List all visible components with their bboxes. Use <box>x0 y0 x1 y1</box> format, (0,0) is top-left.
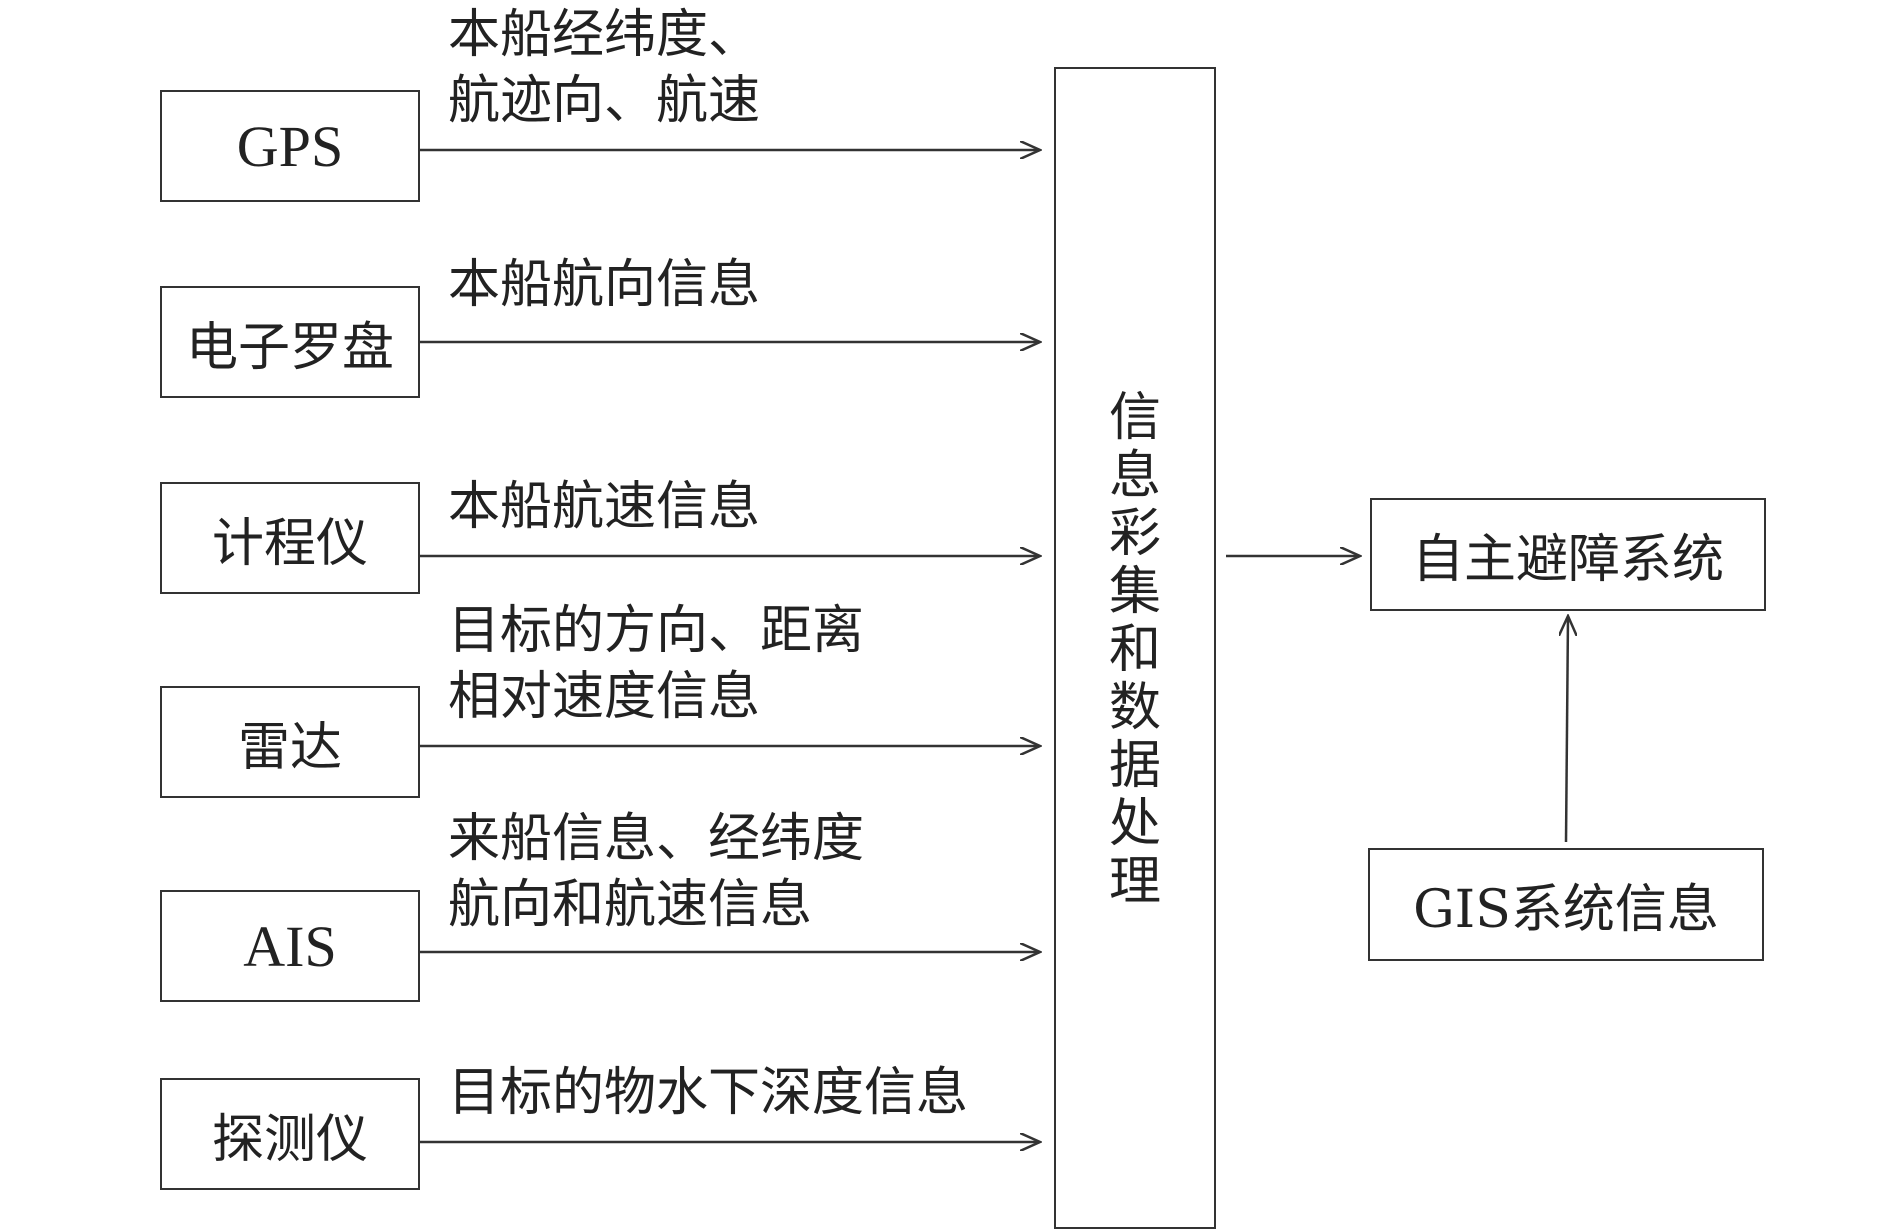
sounder-edge-label: 目标的物水下深度信息 <box>448 1060 968 1126</box>
processing-char: 处 <box>1108 794 1161 854</box>
log-meter-box: 计程仪 <box>160 482 420 594</box>
radar-box: 雷达 <box>160 686 420 798</box>
processing-char: 彩 <box>1108 504 1161 564</box>
electronic-compass-box: 电子罗盘 <box>160 286 420 398</box>
processing-char: 和 <box>1108 620 1161 680</box>
compass-edge-label-line-1: 本船航向信息 <box>448 255 761 315</box>
log-edge-label-line-1: 本船航速信息 <box>448 477 761 537</box>
processing-char: 信 <box>1108 388 1161 448</box>
processing-char: 据 <box>1108 736 1161 796</box>
gis-info-box: GIS系统信息 <box>1368 848 1764 961</box>
processing-char: 息 <box>1108 446 1161 506</box>
radar-edge-label: 目标的方向、距离 相对速度信息 <box>448 598 864 730</box>
ais-edge-label-line-2: 航向和航速信息 <box>448 875 813 935</box>
sounder-box-text: 探测仪 <box>211 1109 368 1170</box>
autonomous-avoidance-text: 自主避障系统 <box>1411 530 1724 590</box>
processing-char: 理 <box>1108 852 1161 912</box>
data-processing-box: 信 息 彩 集 和 数 据 处 理 <box>1054 67 1216 1229</box>
sounder-box: 探测仪 <box>160 1078 420 1190</box>
radar-edge-label-line-2: 相对速度信息 <box>448 667 761 727</box>
processing-char: 集 <box>1108 562 1161 622</box>
radar-box-text: 雷达 <box>237 717 342 778</box>
log-edge-label: 本船航速信息 <box>448 474 760 540</box>
gis-to-avoidance-arrow <box>1566 616 1568 843</box>
ais-box-text: AIS <box>243 913 337 979</box>
electronic-compass-box-text: 电子罗盘 <box>185 317 394 378</box>
compass-edge-label: 本船航向信息 <box>448 252 760 318</box>
processing-char: 数 <box>1108 678 1161 738</box>
sounder-edge-label-line-1: 目标的物水下深度信息 <box>448 1063 969 1123</box>
gis-info-text: GIS系统信息 <box>1413 880 1719 940</box>
autonomous-avoidance-box: 自主避障系统 <box>1370 498 1766 611</box>
gps-edge-label-line-2: 航迹向、航速 <box>448 71 761 131</box>
gps-edge-label-line-1: 本船经纬度、 <box>448 5 761 65</box>
ais-edge-label: 来船信息、经纬度 航向和航速信息 <box>448 806 864 938</box>
radar-edge-label-line-1: 目标的方向、距离 <box>448 601 865 661</box>
gps-edge-label: 本船经纬度、 航迹向、航速 <box>448 2 760 134</box>
gps-box-text: GPS <box>236 113 344 179</box>
ais-edge-label-line-1: 来船信息、经纬度 <box>448 809 865 869</box>
gps-box: GPS <box>160 90 420 202</box>
ais-box: AIS <box>160 890 420 1002</box>
log-meter-box-text: 计程仪 <box>211 513 368 574</box>
